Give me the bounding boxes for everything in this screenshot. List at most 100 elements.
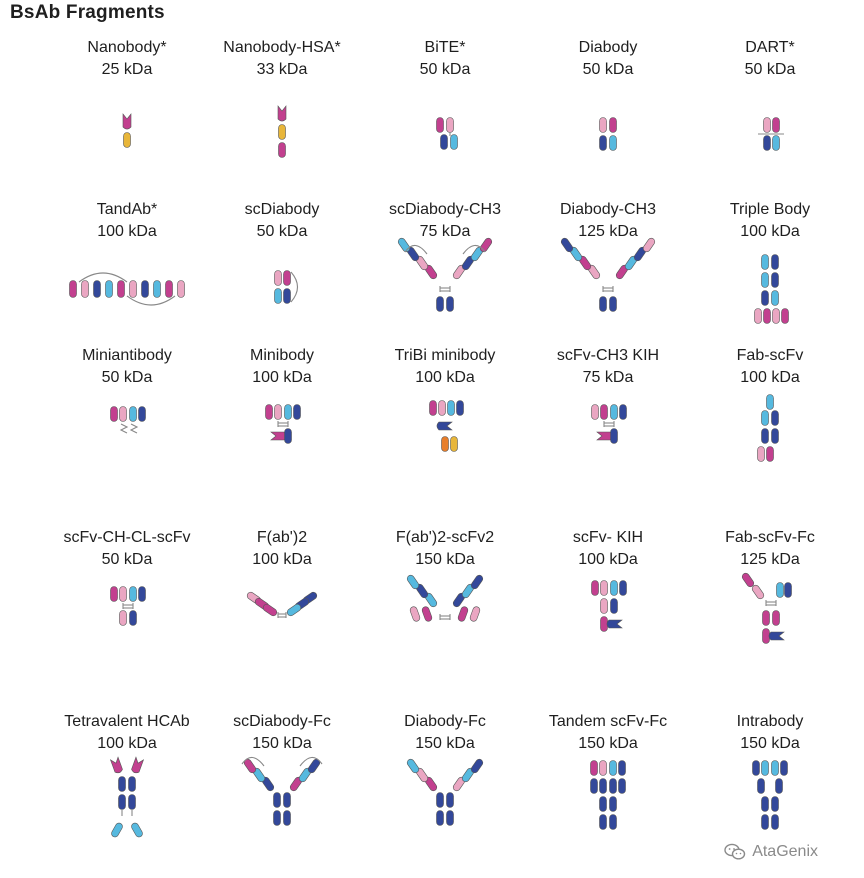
domain xyxy=(776,582,784,598)
domain xyxy=(619,404,627,420)
domain xyxy=(754,308,762,324)
domain xyxy=(119,610,127,626)
format-name: scFv-CH-CL-scFv xyxy=(63,529,191,546)
format-mass: 100 kDa xyxy=(97,223,157,240)
format-mass: 100 kDa xyxy=(740,369,800,386)
variable-domain xyxy=(109,756,123,774)
format-name: scFv-CH3 KIH xyxy=(556,347,660,364)
variable-domain xyxy=(131,756,145,774)
domain xyxy=(262,603,278,617)
format-schematic xyxy=(591,580,627,632)
format-tribi-minibody: TriBi minibody 100 kDa xyxy=(360,346,530,498)
format-mass: 75 kDa xyxy=(419,223,471,240)
domain xyxy=(560,237,574,253)
domain xyxy=(752,760,760,776)
domain xyxy=(772,135,780,151)
format-name: Nanobody-HSA* xyxy=(223,39,341,56)
domain xyxy=(599,778,607,794)
format-mass: 100 kDa xyxy=(97,735,157,752)
domain xyxy=(470,574,484,590)
linker xyxy=(241,756,265,767)
domain xyxy=(599,117,607,133)
domain xyxy=(609,117,617,133)
domain xyxy=(421,606,433,622)
format-schematic xyxy=(429,400,464,452)
domain xyxy=(436,117,444,133)
format-mass: 75 kDa xyxy=(582,369,634,386)
domain xyxy=(119,586,127,602)
variable-domain xyxy=(270,431,287,441)
domain xyxy=(761,796,769,812)
format-name: TriBi minibody xyxy=(394,347,496,364)
format-name: TandAb* xyxy=(96,201,158,218)
format-name: Diabody-CH3 xyxy=(559,201,657,218)
domain xyxy=(771,814,779,830)
format-schematic xyxy=(406,758,484,826)
domain xyxy=(446,810,454,826)
domain xyxy=(123,132,131,148)
domain xyxy=(771,760,779,776)
domain xyxy=(436,810,444,826)
format-mass: 50 kDa xyxy=(101,369,153,386)
format-name: BiTE* xyxy=(424,39,466,56)
domain xyxy=(762,610,770,626)
format-schematic xyxy=(590,760,626,830)
domain xyxy=(763,117,771,133)
linker xyxy=(119,423,129,434)
format-schematic xyxy=(122,113,132,148)
domain xyxy=(642,237,656,253)
format-diabody-ch3: Diabody-CH3 125 kDa xyxy=(523,200,693,352)
domain xyxy=(81,280,89,298)
format-nanobody-hsa: Nanobody-HSA*33 kDa xyxy=(197,38,367,190)
domain xyxy=(141,280,149,298)
format-schematic xyxy=(397,237,493,312)
domain xyxy=(274,270,282,286)
format-schematic xyxy=(758,117,784,151)
format-schematic xyxy=(110,586,146,626)
domain xyxy=(273,792,281,808)
domain xyxy=(599,796,607,812)
domain xyxy=(591,580,599,596)
domain xyxy=(599,135,607,151)
domain xyxy=(771,272,779,288)
variable-domain xyxy=(606,619,623,629)
variable-domain xyxy=(436,421,453,431)
domain xyxy=(757,446,765,462)
format-name: scDiabody-Fc xyxy=(233,713,331,730)
linker xyxy=(126,295,176,306)
domain xyxy=(406,574,420,590)
format-name: scFv- KIH xyxy=(572,529,644,546)
format-name: Fab-scFv xyxy=(736,347,804,364)
domain xyxy=(456,400,464,416)
domain xyxy=(138,586,146,602)
linker xyxy=(404,244,428,255)
domain xyxy=(436,792,444,808)
domain xyxy=(283,792,291,808)
domain xyxy=(772,308,780,324)
domain xyxy=(609,778,617,794)
domain xyxy=(436,296,444,312)
domain xyxy=(128,776,136,792)
format-mass: 125 kDa xyxy=(578,223,638,240)
format-name: Triple Body xyxy=(729,201,811,218)
format-schematic xyxy=(265,404,301,444)
format-name: scDiabody xyxy=(244,201,320,218)
domain xyxy=(609,135,617,151)
domain xyxy=(761,428,769,444)
domain xyxy=(761,272,769,288)
domain xyxy=(763,135,771,151)
domain xyxy=(610,580,618,596)
format-mass: 50 kDa xyxy=(256,223,308,240)
domain xyxy=(751,584,765,600)
domain xyxy=(775,778,783,794)
domain xyxy=(618,778,626,794)
format-mass: 100 kDa xyxy=(415,369,475,386)
variable-domain xyxy=(768,631,785,641)
domain xyxy=(118,794,126,810)
